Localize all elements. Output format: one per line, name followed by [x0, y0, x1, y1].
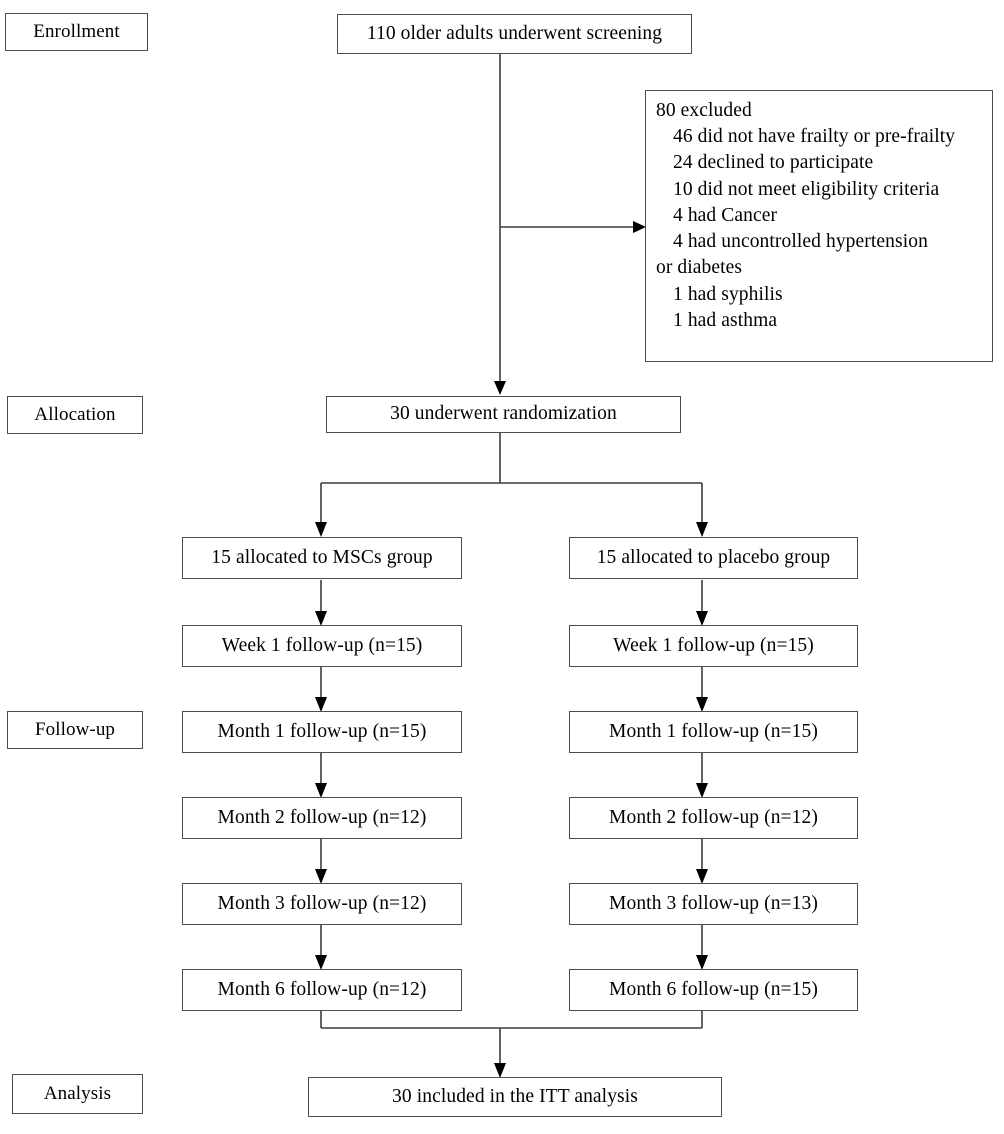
- randomization-box: 30 underwent randomization: [326, 396, 681, 433]
- allocation-box-msc: 15 allocated to MSCs group: [182, 537, 462, 579]
- followup-box-msc-month2: Month 2 follow-up (n=12): [182, 797, 462, 839]
- exclusion-reason-5-line2: or diabetes: [656, 257, 743, 279]
- arrowhead-right-week1: [696, 611, 708, 626]
- analysis-box: 30 included in the ITT analysis: [308, 1077, 722, 1117]
- exclusion-reason-1: 46 did not have frailty or pre-frailty: [673, 126, 956, 148]
- exclusion-reason-5: 4 had uncontrolled hypertension: [656, 229, 983, 255]
- arrowhead-right-month1: [696, 697, 708, 712]
- followup-box-placebo-week1: Week 1 follow-up (n=15): [569, 625, 858, 667]
- arrowhead-left-week1: [315, 611, 327, 626]
- followup-box-msc-month3: Month 3 follow-up (n=12): [182, 883, 462, 925]
- arrowhead-left-month1: [315, 697, 327, 712]
- followup-box-placebo-month1: Month 1 follow-up (n=15): [569, 711, 858, 753]
- allocation-box-placebo: 15 allocated to placebo group: [569, 537, 858, 579]
- stage-label-enrollment: Enrollment: [5, 13, 148, 51]
- followup-box-placebo-month6: Month 6 follow-up (n=15): [569, 969, 858, 1011]
- exclusion-box: 80 excluded 46 did not have frailty or p…: [645, 90, 993, 362]
- arrowhead-alloc-left: [315, 522, 327, 537]
- followup-box-msc-month1: Month 1 follow-up (n=15): [182, 711, 462, 753]
- arrowhead-left-month2: [315, 783, 327, 798]
- exclusion-reason-3: 10 did not meet eligibility criteria: [673, 178, 940, 200]
- arrowhead-left-month6: [315, 955, 327, 970]
- exclusion-reason-4: 4 had Cancer: [673, 204, 778, 226]
- exclusion-reason-7: 1 had asthma: [673, 309, 778, 331]
- stage-label-analysis: Analysis: [12, 1074, 143, 1114]
- followup-box-placebo-month3: Month 3 follow-up (n=13): [569, 883, 858, 925]
- stage-label-allocation: Allocation: [7, 396, 143, 434]
- arrowhead-alloc-right: [696, 522, 708, 537]
- screening-box: 110 older adults underwent screening: [337, 14, 692, 54]
- arrowhead-right-month6: [696, 955, 708, 970]
- exclusion-heading: 80 excluded: [656, 100, 752, 121]
- arrowhead-left-month3: [315, 869, 327, 884]
- arrowhead-randomization: [494, 381, 506, 395]
- followup-box-placebo-month2: Month 2 follow-up (n=12): [569, 797, 858, 839]
- arrowhead-analysis: [494, 1063, 506, 1078]
- followup-box-msc-month6: Month 6 follow-up (n=12): [182, 969, 462, 1011]
- arrowhead-right-month2: [696, 783, 708, 798]
- followup-box-msc-week1: Week 1 follow-up (n=15): [182, 625, 462, 667]
- exclusion-reason-2: 24 declined to participate: [673, 152, 874, 174]
- arrowhead-right-month3: [696, 869, 708, 884]
- exclusion-reason-6: 1 had syphilis: [673, 283, 783, 305]
- stage-label-followup: Follow-up: [7, 711, 143, 749]
- exclusion-reason-5-line1: 4 had uncontrolled hypertension: [673, 231, 928, 253]
